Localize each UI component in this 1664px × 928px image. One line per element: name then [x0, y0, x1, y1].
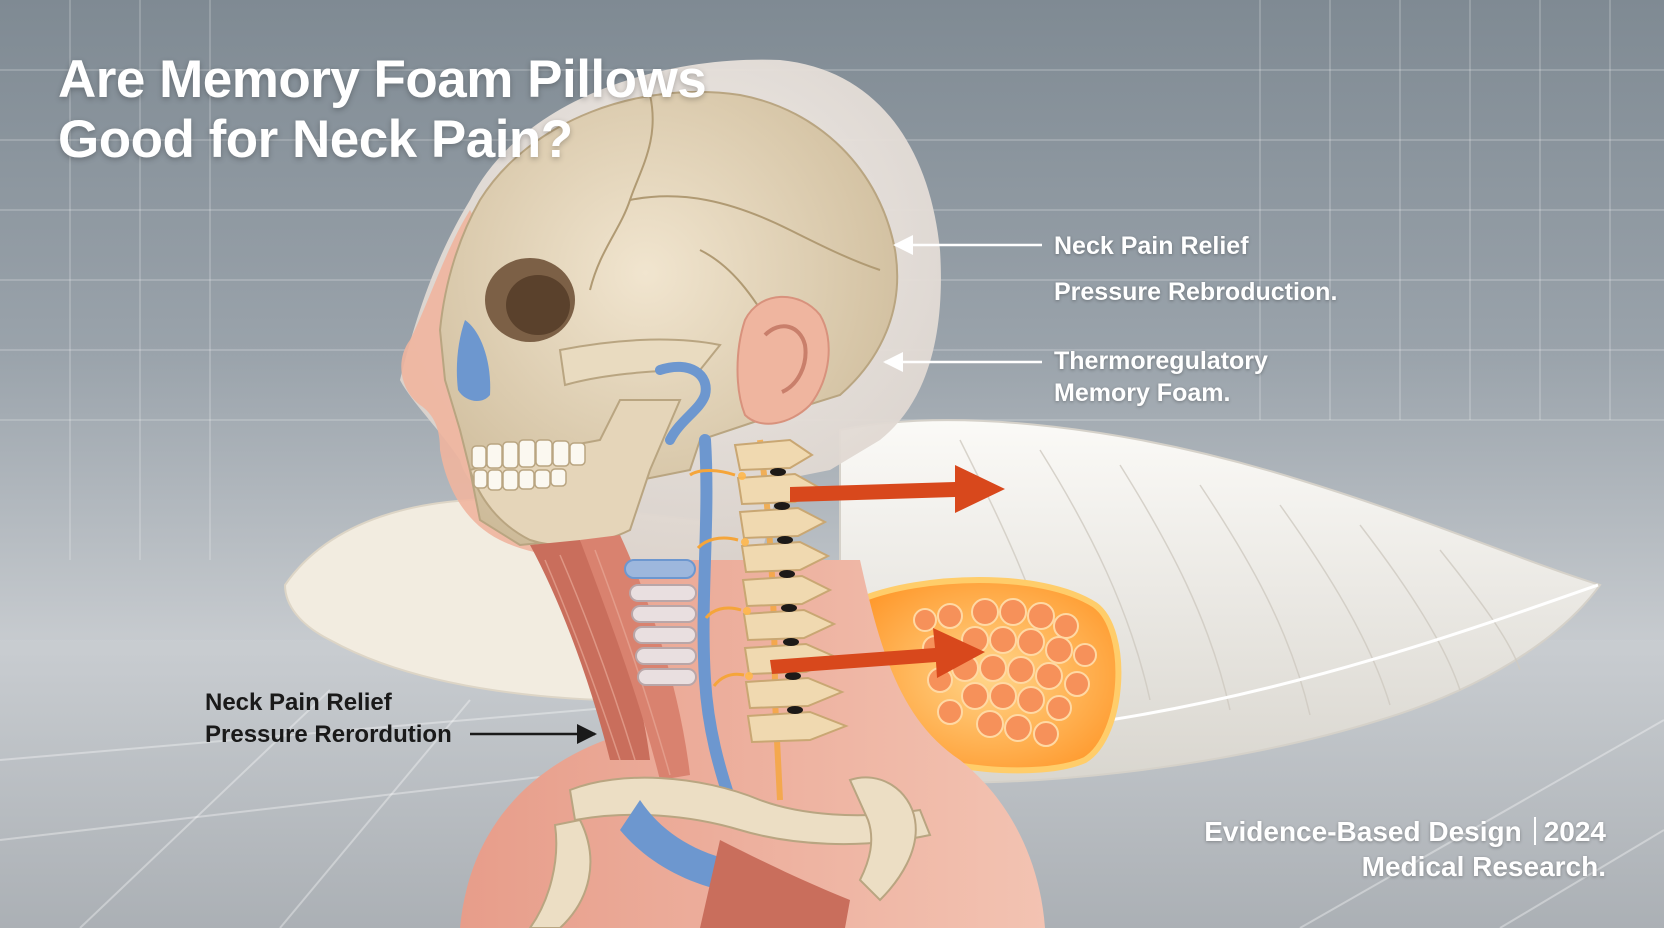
eye-socket-shadow — [506, 275, 570, 335]
clavicle-illustration — [528, 776, 932, 928]
carotid-artery — [697, 434, 736, 806]
callout-middle-right-detail: Memory Foam. — [1054, 379, 1231, 407]
zygomatic-arch — [558, 338, 722, 387]
pillow-seam — [1109, 583, 1599, 722]
title-line-2: Good for Neck Pain? — [58, 110, 573, 169]
footer-subtitle: Medical Research. — [1361, 851, 1606, 882]
title-line-1: Are Memory Foam Pillows — [58, 50, 707, 109]
temporal-artery — [655, 361, 711, 445]
pressure-arrow-upper — [790, 465, 1005, 513]
teeth — [471, 439, 586, 491]
pressure-arrows — [770, 465, 1005, 678]
callout-top-right-detail: Pressure Rebroduction. — [1054, 278, 1338, 306]
cervical-spine-illustration — [689, 438, 849, 801]
floor-tiles — [0, 689, 1664, 928]
page-title: Are Memory Foam Pillows Good for Neck Pa… — [58, 50, 778, 170]
callout-top-right-heading: Neck Pain Relief — [1054, 232, 1249, 260]
neck-muscles — [530, 535, 690, 780]
trachea-illustration — [624, 559, 697, 686]
footer-label: Evidence-Based Design 2024 — [1204, 815, 1606, 849]
pressure-arrow-lower — [770, 628, 985, 678]
callout-middle-right-heading: Thermoregulatory — [1054, 347, 1268, 375]
footer-year: 2024 — [1543, 816, 1606, 847]
ear-inner — [763, 324, 808, 394]
ear — [736, 295, 830, 425]
skull-illustration — [438, 91, 899, 547]
foam-cells — [913, 598, 1097, 747]
footer-separator — [1533, 817, 1536, 845]
callout-bottom-left-heading: Neck Pain Relief — [205, 689, 392, 716]
footer-label-text: Evidence-Based Design — [1204, 816, 1522, 847]
callout-bottom-left-detail: Pressure Rerordution — [205, 721, 452, 748]
nasal-cavity — [456, 320, 491, 402]
